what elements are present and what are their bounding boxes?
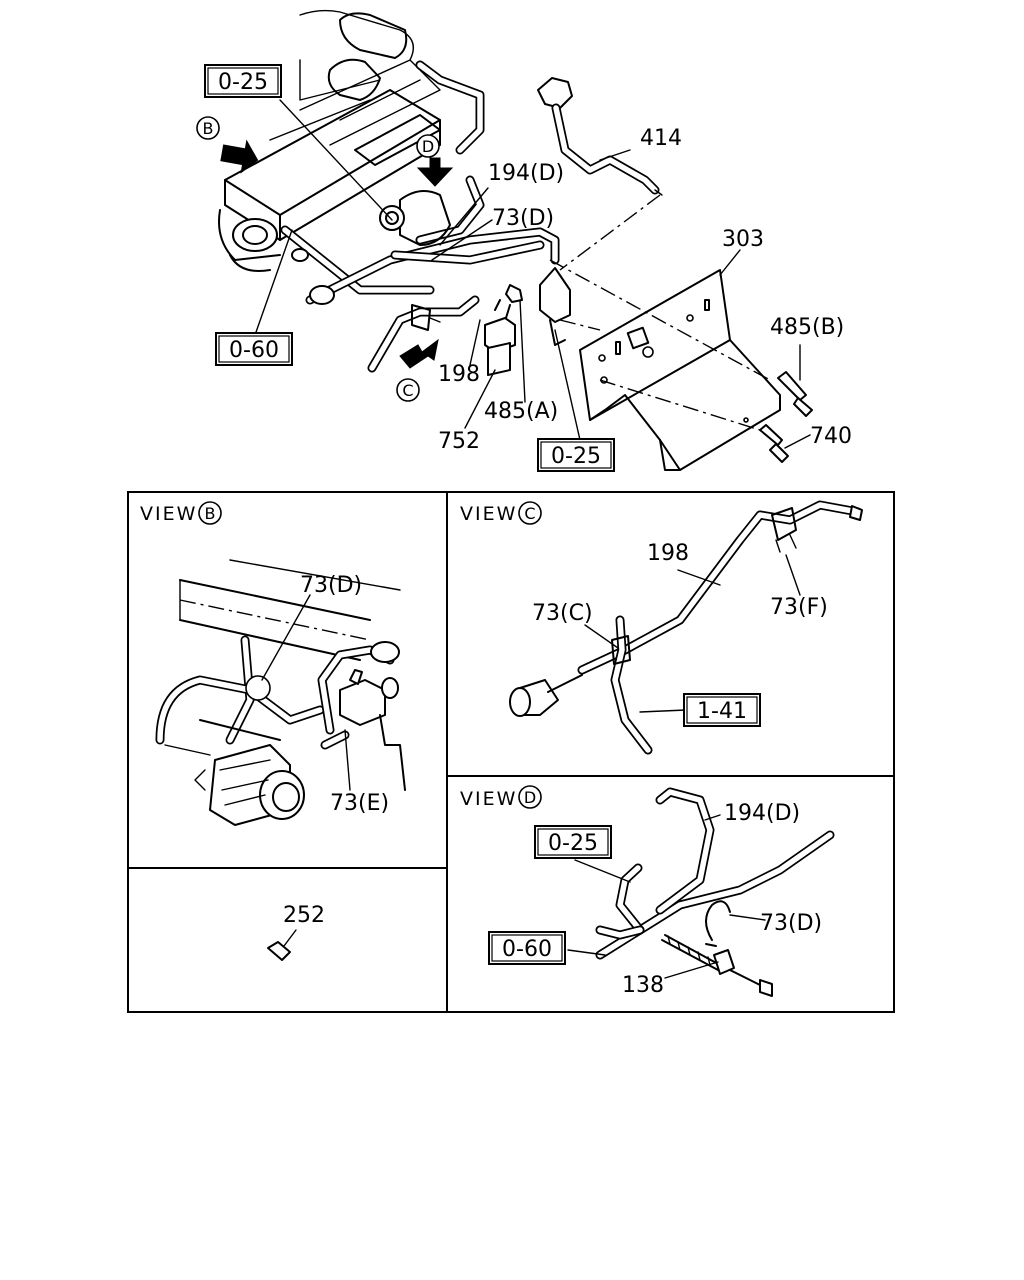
view-b-arrow (220, 139, 259, 174)
ref-label: 1-41 (697, 699, 747, 724)
view-d-title: VIEW (460, 788, 517, 810)
view-b-title: VIEW (140, 503, 197, 525)
label-485a: 485(A) (484, 399, 558, 424)
sensor-hose-414 (537, 77, 663, 196)
bolt-485a (505, 284, 523, 303)
view-d-marker: D (416, 134, 440, 158)
ref-label: 0-25 (551, 444, 601, 469)
bolt-485b (777, 371, 813, 417)
label-194d-main: 194(D) (488, 161, 564, 186)
ref-label: 0-25 (548, 831, 598, 856)
view-b-marker: B (196, 116, 220, 140)
bolt-740 (759, 424, 789, 463)
ref-box-060-top: 0-60 (215, 332, 293, 366)
view-c-title: VIEW (460, 503, 517, 525)
detail-frames (127, 491, 895, 1013)
view-c-arrow (399, 338, 439, 369)
view-b-letter: B (203, 119, 214, 138)
ref-label: 0-60 (229, 338, 279, 363)
ref-box-060-view-d: 0-60 (488, 931, 566, 965)
label-73d-view-b: 73(D) (300, 573, 362, 598)
label-73e: 73(E) (330, 791, 389, 816)
view-b-title-letter: B (205, 504, 216, 523)
label-414: 414 (640, 126, 682, 151)
view-d-letter: D (422, 137, 434, 156)
label-73d-view-d: 73(D) (760, 911, 822, 936)
ref-box-025-bottom: 0-25 (537, 438, 615, 472)
view-d-title-letter: D (524, 788, 536, 807)
solenoid-752 (484, 299, 516, 376)
label-252: 252 (283, 903, 325, 928)
view-d-arrow (416, 157, 454, 187)
label-198-main: 198 (438, 362, 480, 387)
label-198-view-c: 198 (647, 541, 689, 566)
label-73d-main: 73(D) (492, 206, 554, 231)
view-b-panel: VIEW B (140, 501, 406, 826)
view-d-panel: VIEW D (460, 785, 835, 997)
ref-box-025-top: 0-25 (204, 64, 282, 98)
ref-label: 0-25 (218, 70, 268, 95)
view-c-letter: C (402, 381, 413, 400)
ref-box-141: 1-41 (683, 693, 761, 727)
label-73f: 73(F) (770, 595, 828, 620)
view-c-title-letter: C (524, 504, 535, 523)
ref-label: 0-60 (502, 937, 552, 962)
label-752: 752 (438, 429, 480, 454)
view-c-panel: VIEW C (460, 500, 863, 755)
ref-box-025-view-d: 0-25 (534, 825, 612, 859)
label-485b: 485(B) (770, 315, 844, 340)
main-assembly (218, 9, 813, 471)
view-c-marker: C (396, 378, 420, 402)
label-303: 303 (722, 227, 764, 252)
label-73c: 73(C) (532, 601, 593, 626)
label-138: 138 (622, 973, 664, 998)
label-194d-view-d: 194(D) (724, 801, 800, 826)
label-740: 740 (810, 424, 852, 449)
part-252-panel (267, 929, 297, 961)
